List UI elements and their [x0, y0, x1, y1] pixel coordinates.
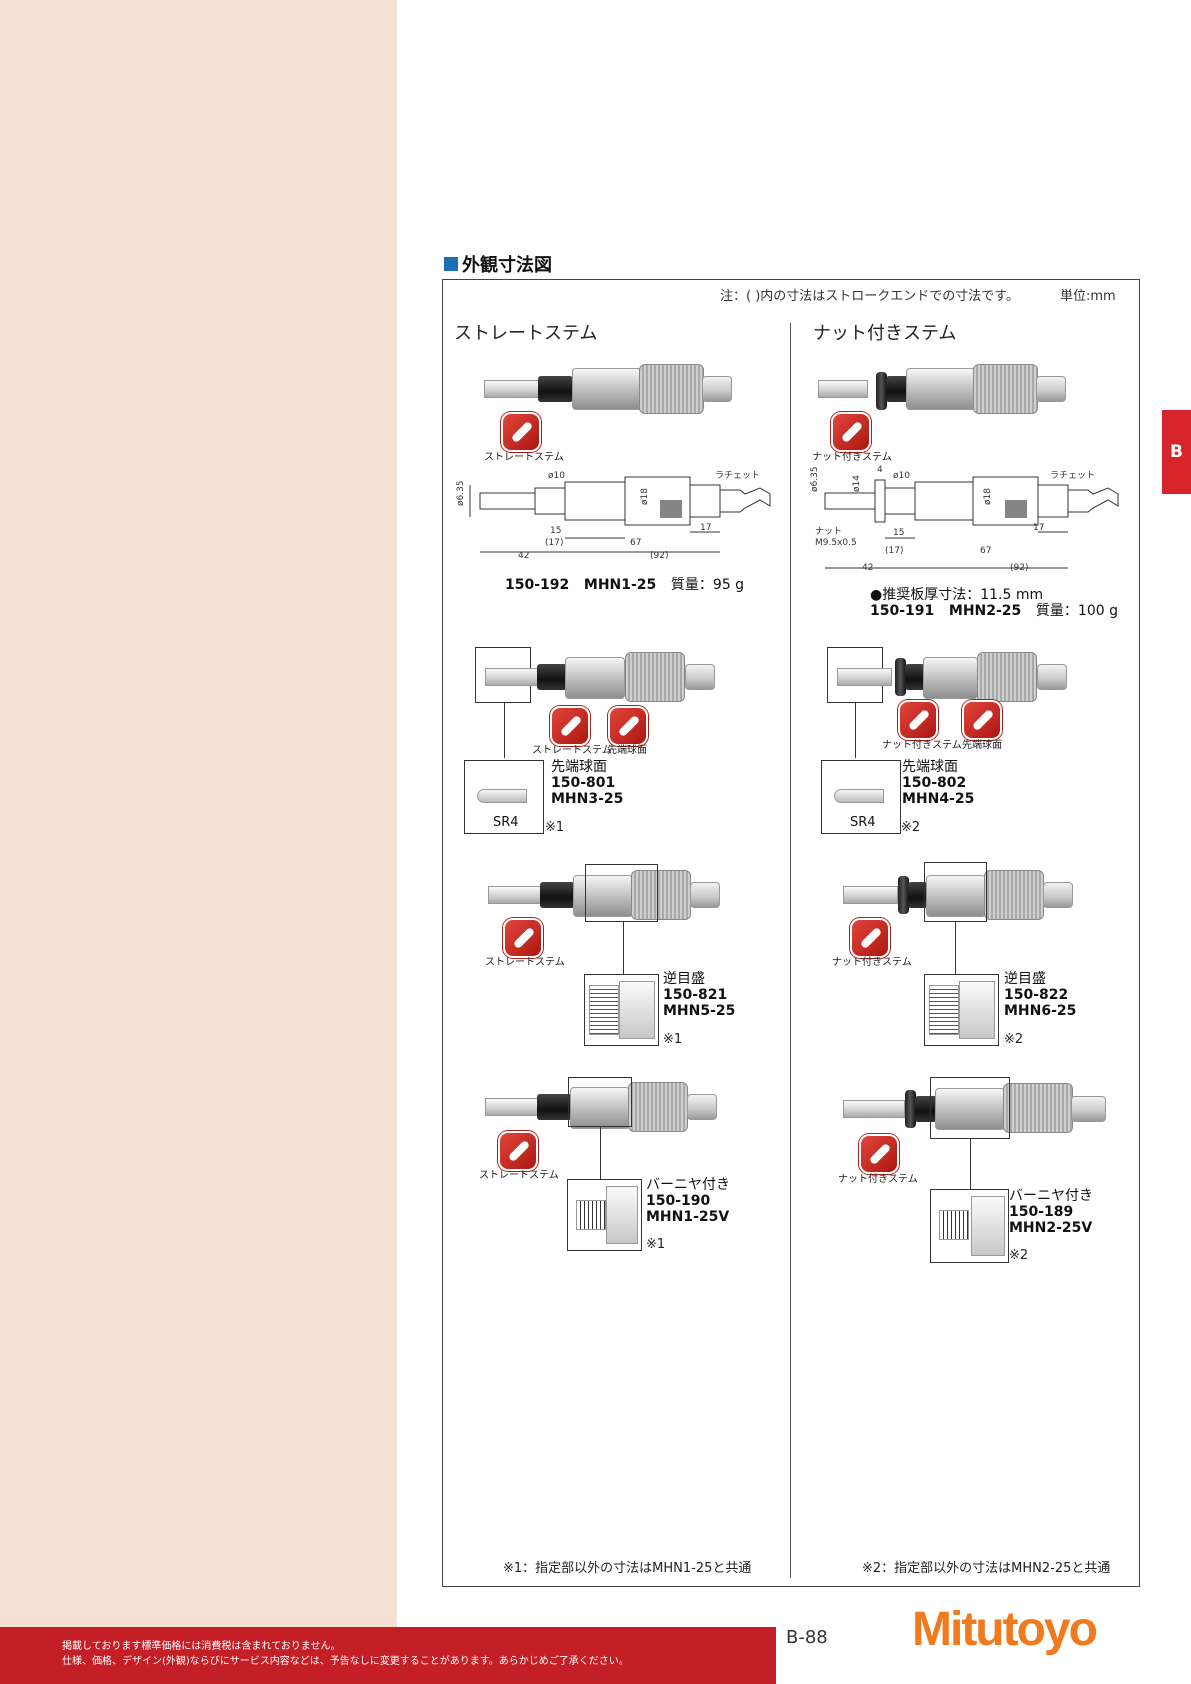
dim-15: 15 — [893, 528, 904, 538]
sr4-label: SR4 — [850, 815, 876, 830]
micrometer-reverse-nut-photo — [843, 868, 1093, 924]
model-block: 逆目盛 150-821 MHN5-25 — [663, 971, 736, 1019]
dim-phi635: ø6.35 — [456, 480, 466, 506]
model-block: 先端球面 150-801 MHN3-25 — [551, 759, 624, 807]
side-tab: B — [1162, 410, 1191, 494]
nut-stem-icon — [859, 1134, 899, 1174]
dim-ratchet: ラチェット — [715, 470, 760, 481]
ref-mark: ※2 — [1004, 1032, 1024, 1047]
note-text: 注：( )内の寸法はストロークエンドでの寸法です。 — [720, 289, 1019, 304]
spherical-tip-icon — [608, 706, 648, 746]
ref-mark: ※2 — [901, 820, 921, 835]
vernier-scale-detail — [930, 1189, 1009, 1263]
ref-mark: ※2 — [1009, 1248, 1029, 1263]
dim-phi10: ø10 — [548, 471, 565, 481]
footnote-1: ※1：指定部以外の寸法はMHN1-25と共通 — [503, 1561, 752, 1576]
icon-label: 先端球面 — [607, 745, 647, 756]
icon-label: ナット付きステム — [832, 957, 912, 968]
model-line: 150-191 MHN2-25 質量：100 g — [870, 603, 1118, 619]
unit-text: 単位:mm — [1060, 289, 1116, 304]
footer-bar: 掲載しております標準価格には消費税は含まれておりません。 仕様、価格、デザイン(… — [0, 1627, 776, 1684]
mitutoyo-logo: Mitutoyo — [912, 1603, 1098, 1656]
sr4-label: SR4 — [493, 815, 519, 830]
reverse-scale-detail — [924, 974, 999, 1046]
panel-note: ●推奨板厚寸法：11.5 mm — [870, 587, 1044, 603]
model-block: バーニヤ付き 150-190 MHN1-25V — [646, 1177, 730, 1225]
dim-thread: M9.5x0.5 — [815, 538, 857, 548]
model-block: 逆目盛 150-822 MHN6-25 — [1004, 971, 1077, 1019]
icon-label: ナット付きステム — [882, 740, 962, 751]
ref-mark: ※1 — [646, 1237, 666, 1252]
ref-mark: ※1 — [663, 1032, 683, 1047]
dim-ratchet: ラチェット — [1050, 470, 1095, 481]
straight-stem-icon — [550, 706, 590, 746]
model-block: 先端球面 150-802 MHN4-25 — [902, 759, 975, 807]
straight-stem-icon — [503, 918, 543, 958]
dim-17: 17 — [1033, 523, 1044, 533]
icon-label: ナット付きステム — [812, 452, 892, 463]
nut-stem-icon — [898, 700, 938, 740]
dimension-drawing-straight: ø6.35 ø10 ø18 ラチェット 15 (17) 42 67 (92) 1… — [456, 470, 771, 560]
dim-phi14: ø14 — [852, 475, 862, 492]
footer-line-2: 仕様、価格、デザイン(外観)ならびにサービス内容などは、予告なしに変更することが… — [62, 1656, 629, 1667]
column-divider — [790, 323, 791, 1578]
dim-phi635: ø6.35 — [810, 466, 820, 492]
footer-line-1: 掲載しております標準価格には消費税は含まれておりません。 — [62, 1641, 341, 1652]
dim-92: (92) — [650, 551, 668, 560]
left-margin-band — [0, 0, 397, 1684]
dim-92: (92) — [1010, 563, 1028, 573]
icon-label: ストレートステム — [479, 1170, 559, 1181]
dim-phi18: ø18 — [983, 488, 993, 505]
micrometer-spherical-nut-photo — [837, 650, 1087, 706]
dim-42: 42 — [862, 563, 873, 573]
straight-stem-icon — [501, 412, 541, 452]
micrometer-vernier-photo — [485, 1080, 735, 1136]
micrometer-straight-photo — [484, 360, 734, 420]
model-line: 150-192 MHN1-25 質量：95 g — [505, 577, 745, 593]
detail-box-sr4: SR4 — [821, 760, 901, 834]
right-column-title: ナット付きステム — [813, 323, 957, 344]
dim-42: 42 — [518, 551, 529, 560]
nut-stem-icon — [831, 412, 871, 452]
dim-17p: (17) — [545, 538, 563, 548]
micrometer-spherical-photo — [485, 650, 735, 706]
icon-label: ストレートステム — [532, 745, 612, 756]
page-number: B-88 — [786, 1627, 828, 1648]
dim-phi10: ø10 — [893, 471, 910, 481]
icon-label: ストレートステム — [484, 452, 564, 463]
dim-67: 67 — [980, 546, 991, 556]
micrometer-reverse-photo — [488, 868, 738, 924]
diagram-frame — [442, 279, 1140, 1587]
model-block: バーニヤ付き 150-189 MHN2-25V — [1009, 1188, 1093, 1236]
dimension-drawing-nut: ø6.35 ø14 4 ø10 ø18 ラチェット ナット M9.5x0.5 1… — [810, 465, 1119, 573]
vernier-scale-detail — [567, 1179, 642, 1251]
dim-nut: ナット — [815, 526, 842, 537]
detail-box-sr4: SR4 — [464, 760, 544, 834]
left-column-title: ストレートステム — [454, 323, 598, 344]
reverse-scale-detail — [584, 974, 659, 1046]
dim-17p: (17) — [885, 546, 903, 556]
dim-67: 67 — [630, 538, 641, 548]
nut-stem-icon — [850, 918, 890, 958]
dim-4: 4 — [877, 465, 883, 475]
dim-17: 17 — [700, 523, 711, 533]
icon-label: ストレートステム — [485, 957, 565, 968]
dim-15: 15 — [550, 526, 561, 536]
micrometer-vernier-nut-photo — [843, 1080, 1113, 1140]
footnote-2: ※2：指定部以外の寸法はMHN2-25と共通 — [862, 1561, 1111, 1576]
straight-stem-icon — [498, 1131, 538, 1171]
icon-label: ナット付きステム — [838, 1174, 918, 1185]
icon-label: 先端球面 — [962, 740, 1002, 751]
blue-square-icon — [444, 257, 458, 271]
dim-phi18: ø18 — [640, 488, 650, 505]
ref-mark: ※1 — [545, 820, 565, 835]
spherical-tip-icon — [962, 700, 1002, 740]
section-title: 外観寸法図 — [444, 251, 552, 277]
micrometer-nut-photo — [818, 360, 1068, 420]
